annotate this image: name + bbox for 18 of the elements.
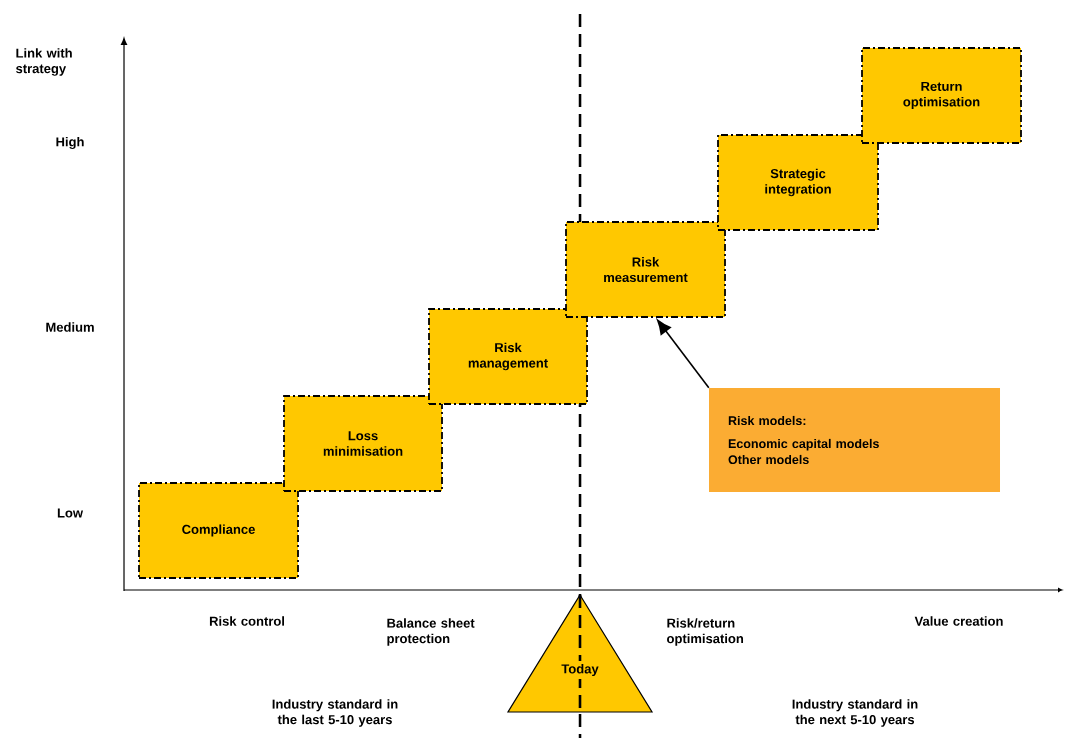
axis-tick-label: High (56, 136, 84, 150)
category-label: Risk/return optimisation (667, 618, 743, 646)
step-box: Risk management (428, 308, 588, 405)
step-box: Compliance (138, 482, 299, 579)
axis-title: Link with strategy (16, 48, 72, 76)
period-caption: Industry standard in the next 5-10 years (792, 699, 918, 727)
step-box: Risk measurement (565, 221, 726, 318)
category-label: Value creation (914, 616, 1003, 626)
category-label: Risk control (209, 616, 284, 626)
axis-tick-label: Medium (46, 322, 94, 332)
axis-tick-label: Low (57, 508, 84, 518)
step-box: Loss minimisation (283, 395, 443, 492)
step-box: Strategic integration (717, 134, 879, 231)
category-label: Balance sheet protection (387, 618, 475, 646)
step-box: Return optimisation (861, 47, 1022, 144)
arrow (656, 319, 710, 389)
period-caption: Industry standard in the last 5-10 years (272, 699, 398, 727)
note-box: Risk models: Economic capital models Other models (709, 388, 1000, 492)
